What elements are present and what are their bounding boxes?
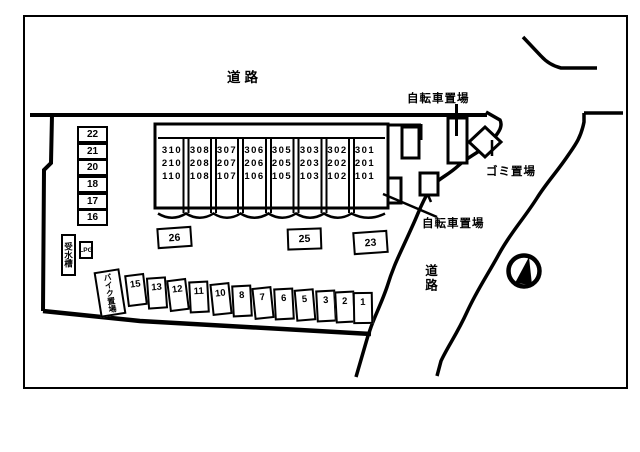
room-number: 307	[216, 145, 238, 156]
bicycle-bottom-leader-line	[382, 192, 438, 219]
room-number: 201	[354, 158, 376, 169]
north-compass-icon	[506, 253, 542, 289]
road-right-edge	[435, 113, 586, 377]
space-box-16: 16	[77, 209, 108, 226]
parking-stall-15: 15	[124, 272, 148, 308]
space-box-17: 17	[77, 193, 108, 210]
room-number: 206	[244, 158, 265, 169]
building-balcony-wave	[157, 212, 386, 219]
plan-border	[23, 15, 628, 389]
space-box-25: 25	[286, 227, 323, 251]
building-column-305: 305 205 105	[267, 144, 297, 183]
room-number: 108	[189, 171, 211, 182]
parking-stall-6: 6	[273, 287, 295, 321]
water-tank-box: 受水槽	[61, 234, 76, 276]
space-box-21: 21	[77, 143, 108, 160]
room-number: 203	[299, 158, 321, 169]
building-column-302: 302 202 102	[323, 144, 353, 183]
building-column-303: 303 203 103	[295, 144, 325, 183]
boundary-bottom-line	[42, 308, 372, 337]
room-number: 107	[216, 171, 238, 182]
building-column-306: 306 206 106	[240, 144, 270, 183]
lpg-box: LPG	[79, 241, 93, 259]
parking-stall-12: 12	[166, 277, 190, 313]
building-column-308: 308 208 108	[185, 144, 215, 183]
room-number: 310	[161, 145, 183, 156]
bicycle-spot-square	[418, 171, 440, 197]
parking-stall-1: 1	[352, 291, 374, 325]
bicycle-parking-bottom-label: 自転車置場	[422, 218, 485, 230]
room-number: 103	[299, 171, 321, 182]
room-number: 306	[244, 145, 265, 156]
parking-stall-7: 7	[251, 286, 275, 320]
boundary-left-line	[41, 114, 54, 312]
road-side-label: 道路	[423, 264, 437, 293]
room-number: 101	[354, 171, 376, 182]
building-column-301: 301 201 101	[350, 144, 380, 183]
space-box-26: 26	[156, 225, 193, 250]
room-number: 305	[271, 145, 293, 156]
parking-stall-8: 8	[231, 284, 253, 318]
building-unit-separators	[182, 139, 355, 213]
space-box-18: 18	[77, 176, 108, 193]
building-column-307: 307 207 107	[212, 144, 242, 183]
road-top-label: 道路	[227, 70, 262, 85]
room-number: 105	[271, 171, 293, 182]
bicycle-parking-top-label: 自転車置場	[407, 93, 470, 105]
room-number: 110	[162, 171, 182, 182]
space-box-23: 23	[352, 229, 389, 256]
parking-stall-10: 10	[209, 282, 233, 316]
parking-stall-5: 5	[293, 288, 317, 322]
room-number: 303	[299, 145, 321, 156]
building-annex-connector	[388, 123, 423, 140]
room-number: 202	[327, 158, 348, 169]
room-number: 207	[216, 158, 238, 169]
room-number: 205	[271, 158, 293, 169]
building-column-310: 310 210 110	[157, 144, 187, 183]
space-box-22: 22	[77, 126, 108, 143]
room-number: 308	[189, 145, 211, 156]
room-number: 106	[244, 171, 265, 182]
room-number: 301	[354, 145, 376, 156]
garbage-area-label: ゴミ置場	[486, 166, 536, 178]
bicycle-spot-tick	[426, 194, 433, 203]
parking-stall-11: 11	[188, 280, 210, 314]
room-number: 208	[189, 158, 211, 169]
parking-stall-13: 13	[145, 276, 169, 310]
road-curve-top-right	[521, 35, 597, 70]
room-number: 210	[161, 158, 183, 169]
building-annex-top	[400, 125, 421, 160]
room-number: 102	[327, 171, 348, 182]
room-number: 302	[327, 145, 348, 156]
space-box-20: 20	[77, 159, 108, 176]
